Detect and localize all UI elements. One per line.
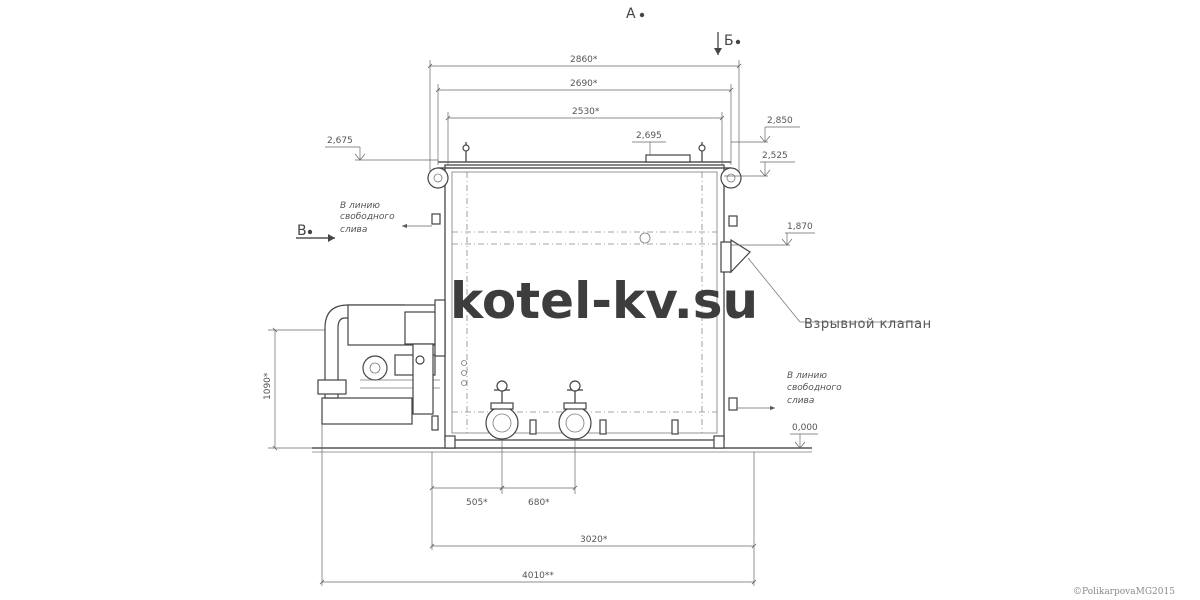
- dim-2690-label: 2690*: [570, 79, 598, 89]
- level-2525: [724, 161, 795, 177]
- level-2850: [731, 126, 800, 143]
- level-2850-label: 2,850: [767, 116, 793, 126]
- bottom-gate-valve-1: [485, 380, 519, 440]
- explosion-valve-label: Взрывной клапан: [804, 317, 932, 332]
- dim-680-label: 680*: [528, 498, 550, 508]
- dim-505: [429, 440, 505, 550]
- drain-note-left-line2: свободного: [340, 212, 395, 222]
- view-marker-a: А: [626, 6, 645, 22]
- drain-note-left-line1: В линию: [340, 201, 380, 211]
- dim-2530: [445, 112, 725, 165]
- dim-505-label: 505*: [466, 498, 488, 508]
- level-2695: [632, 141, 666, 155]
- drain-note-right-line3: слива: [787, 396, 814, 406]
- level-1870-label: 1,870: [787, 222, 813, 232]
- view-marker-v: В: [296, 223, 335, 242]
- ground-line: [312, 447, 812, 453]
- dim-1090-label: 1090*: [263, 372, 273, 400]
- burner-assembly: [317, 299, 446, 425]
- dim-2530-label: 2530*: [572, 107, 600, 117]
- explosion-valve: [720, 238, 920, 323]
- dim-2860-label: 2860*: [570, 55, 598, 65]
- top-hatch: [645, 154, 691, 163]
- dim-4010: [319, 424, 757, 586]
- level-2695-label: 2,695: [636, 131, 662, 141]
- level-2525-label: 2,525: [762, 151, 788, 161]
- drain-note-right-line1: В линию: [787, 371, 827, 381]
- dim-3020-label: 3020*: [580, 535, 608, 545]
- watermark-text: kotel-kv.su: [450, 272, 758, 330]
- dim-3020: [429, 452, 757, 586]
- level-0000-label: 0,000: [792, 423, 818, 433]
- view-v-label: В: [297, 223, 307, 239]
- copyright-text: ©PolikarpovaMG2015: [1073, 587, 1175, 597]
- drain-note-right-line2: свободного: [787, 383, 842, 393]
- level-2675: [325, 146, 438, 161]
- level-0000: [790, 433, 818, 449]
- bottom-gate-valve-2: [558, 380, 592, 440]
- small-drain-valves: [431, 213, 738, 435]
- lifting-lug-left: [427, 167, 449, 189]
- dim-2690: [435, 84, 734, 165]
- view-a-label: А: [626, 6, 636, 22]
- dim-680: [499, 440, 578, 494]
- dim-4010-label: 4010**: [522, 571, 554, 581]
- lifting-lug-right: [720, 167, 742, 189]
- view-marker-b: Б: [714, 32, 741, 55]
- drain-note-left-line3: слива: [340, 225, 367, 235]
- level-1870: [731, 232, 815, 246]
- level-2675-label: 2,675: [327, 136, 353, 146]
- view-b-label: Б: [724, 33, 734, 49]
- dim-2860: [427, 60, 742, 172]
- dim-1090: [268, 327, 325, 451]
